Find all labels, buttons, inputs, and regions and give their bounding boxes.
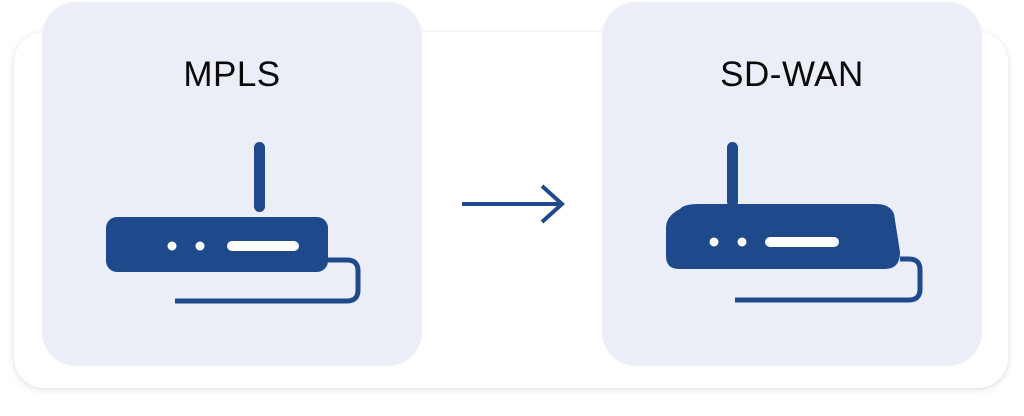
arrow-right-icon bbox=[462, 184, 565, 224]
mpls-router-icon bbox=[106, 142, 361, 304]
sdwan-router-icon bbox=[666, 142, 923, 303]
sdwan-title: SD-WAN bbox=[720, 55, 864, 94]
sdwan-panel: SD-WAN bbox=[602, 2, 982, 366]
mpls-title: MPLS bbox=[183, 55, 281, 94]
mpls-panel: MPLS bbox=[42, 2, 422, 366]
